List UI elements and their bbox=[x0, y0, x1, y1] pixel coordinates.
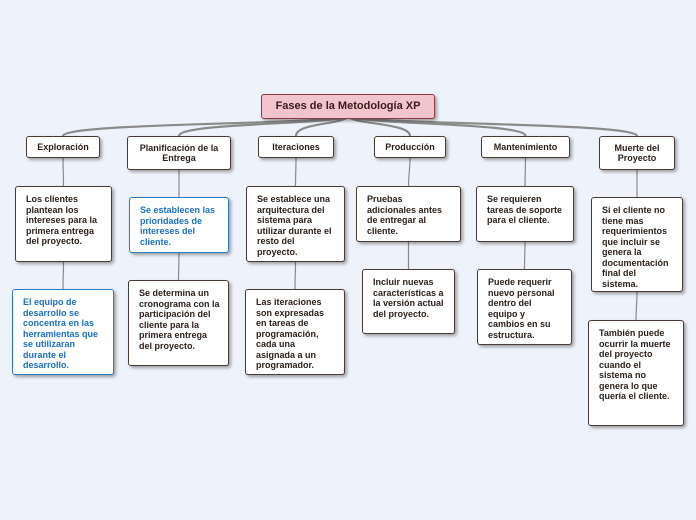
phase-planificacion[interactable]: Planificación de la Entrega bbox=[127, 136, 231, 170]
note-mantenimiento-1[interactable]: Se requieren tareas de soporte para el c… bbox=[476, 186, 574, 242]
connector-phase-4-note-0 bbox=[524, 157, 527, 187]
connector-phase-2-note-0 bbox=[294, 157, 297, 187]
note-produccion-1[interactable]: Pruebas adicionales antes de entregar al… bbox=[356, 186, 461, 242]
root-topic[interactable]: Fases de la Metodología XP bbox=[261, 94, 435, 119]
note-iteraciones-1[interactable]: Se establece una arquitectura del sistem… bbox=[246, 186, 345, 262]
phase-iteraciones[interactable]: Iteraciones bbox=[258, 136, 334, 158]
phase-muerte-del-proyecto[interactable]: Muerte del Proyecto bbox=[599, 136, 675, 170]
note-muerte-2[interactable]: También puede ocurrir la muerte del proy… bbox=[588, 320, 684, 426]
phase-produccion[interactable]: Producción bbox=[374, 136, 446, 158]
connector-phase-2-note-1 bbox=[294, 261, 297, 290]
note-planificacion-2[interactable]: Se determina un cronograma con la partic… bbox=[128, 280, 229, 366]
connector-phase-5-note-1 bbox=[635, 291, 638, 321]
connector-phase-3-note-0 bbox=[407, 157, 411, 187]
connector-phase-0-note-0 bbox=[62, 157, 65, 187]
connector-phase-0-note-1 bbox=[62, 261, 65, 290]
note-mantenimiento-2[interactable]: Puede requerir nuevo personal dentro del… bbox=[477, 269, 572, 345]
note-planificacion-1[interactable]: Se establecen las prioridades de interes… bbox=[129, 197, 229, 253]
phase-mantenimiento[interactable]: Mantenimiento bbox=[481, 136, 570, 158]
note-exploracion-2[interactable]: El equipo de desarrollo se concentra en … bbox=[12, 289, 114, 375]
note-exploracion-1[interactable]: Los clientes plantean los intereses para… bbox=[15, 186, 112, 262]
connector-phase-4-note-1 bbox=[523, 241, 526, 270]
note-produccion-2[interactable]: Incluir nuevas características a la vers… bbox=[362, 269, 455, 334]
connector-phase-1-note-1 bbox=[177, 252, 180, 281]
note-iteraciones-2[interactable]: Las iteraciones son expresadas en tareas… bbox=[245, 289, 345, 375]
phase-exploracion[interactable]: Exploración bbox=[26, 136, 100, 158]
note-muerte-1[interactable]: Si el cliente no tiene mas requerimiento… bbox=[591, 197, 683, 292]
